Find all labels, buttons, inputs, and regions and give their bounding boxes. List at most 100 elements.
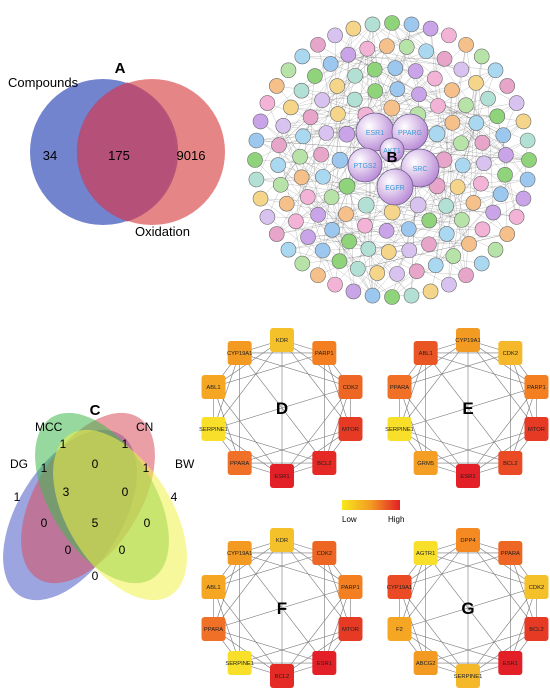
hub-edge	[213, 586, 240, 664]
hub-node-label: CYP19A1	[227, 351, 252, 357]
network-node	[252, 190, 269, 207]
hub-node-parp1	[312, 340, 337, 365]
venn-c-dg-label: DG	[10, 457, 28, 471]
hub-node-serpine1	[201, 417, 226, 442]
network-edge	[415, 70, 506, 175]
network-node	[401, 242, 418, 259]
panel-g: DPP4PPARACDK2BCL2ESR1SERPINE1ABCG2F2CYP1…	[387, 528, 549, 688]
hub-node-esr1	[498, 651, 523, 676]
network-node	[461, 236, 477, 252]
network-node	[292, 148, 308, 165]
network-node	[307, 68, 323, 84]
network-node	[346, 91, 363, 108]
venn-c-dg-bw: 0	[92, 569, 99, 583]
hub-node-label: SERPINE1	[385, 427, 414, 433]
hub-edge	[213, 428, 325, 464]
network-node	[283, 99, 299, 116]
network-edge	[436, 98, 489, 135]
hub-node-ppara	[201, 617, 226, 642]
hub-node-label: PPARA	[390, 385, 409, 391]
network-node	[519, 132, 536, 149]
network-node	[421, 212, 438, 229]
hub-node-label: CYP19A1	[455, 338, 480, 344]
network-edge	[256, 140, 409, 230]
network-node	[489, 108, 506, 125]
network-core-label: AKT1	[383, 148, 401, 155]
network-edge	[302, 122, 453, 264]
hub-edge	[467, 386, 537, 477]
network-node	[280, 241, 297, 258]
hub-edge	[425, 428, 537, 464]
network-node	[357, 196, 375, 214]
network-node	[454, 212, 470, 228]
network-node	[295, 128, 311, 145]
network-node	[357, 217, 373, 234]
panel-f: KDRCDK2PARP1MTORESR1BCL2SERPINE1PPARAABL…	[201, 528, 363, 688]
network-edge	[391, 107, 498, 117]
network-edge	[430, 28, 467, 276]
hub-node-abl1	[201, 574, 226, 599]
network-node	[468, 75, 484, 91]
hub-node-label: CDK2	[343, 385, 358, 391]
panel-a: A Compounds Oxidation 34 175 9016	[8, 60, 225, 239]
network-node	[360, 241, 377, 257]
hub-edge	[213, 386, 240, 464]
network-edge	[331, 105, 467, 231]
network-node	[458, 97, 474, 114]
hub-edge	[399, 339, 469, 430]
hub-node-label: PARP1	[315, 351, 334, 357]
network-node	[387, 60, 404, 76]
legend-low-label: Low	[342, 515, 357, 524]
network-node	[300, 229, 316, 245]
hub-node-label: SERPINE1	[225, 661, 254, 667]
network-edge	[435, 159, 530, 266]
hub-node-label: ABL1	[419, 351, 433, 357]
hub-edge	[425, 552, 537, 588]
network-core-node	[379, 137, 405, 163]
hub-node-cyp19a1	[456, 328, 480, 352]
network-node	[436, 51, 453, 67]
network-edge	[334, 35, 340, 262]
network-edge	[280, 75, 356, 185]
legend-high-label: High	[388, 515, 404, 524]
panel-c: C DG MCC CN BW 1 1 1 4 1 0 1 3 0 0 0 5 0…	[3, 402, 195, 601]
hub-edge	[239, 628, 351, 664]
hub-edge	[324, 586, 351, 664]
network-node	[299, 189, 316, 205]
hub-node-serpine1	[387, 417, 412, 442]
network-edge	[295, 75, 316, 222]
network-node	[379, 38, 395, 54]
hub-edge	[399, 552, 426, 630]
hub-edge	[281, 386, 351, 477]
network-node	[350, 260, 366, 277]
hub-node-label: PARP1	[341, 585, 360, 591]
network-core-label: SRC	[413, 166, 428, 173]
panel-g-label: G	[461, 599, 474, 618]
network-node	[454, 157, 471, 174]
network-node	[418, 43, 434, 60]
hub-node-f2	[387, 617, 412, 642]
network-node	[403, 287, 420, 304]
network-edge	[462, 121, 524, 166]
hub-edge	[281, 339, 351, 430]
network-edge	[391, 198, 524, 298]
network-edge	[307, 236, 336, 285]
network-node	[444, 82, 460, 98]
hub-edge	[467, 586, 537, 677]
network-node	[422, 20, 439, 37]
venn-c-dg-mcc-cn: 3	[63, 485, 70, 499]
network-node	[268, 226, 285, 242]
network-node	[364, 16, 381, 33]
venn-a-set2-label: Oxidation	[135, 224, 190, 239]
network-edge	[278, 24, 373, 146]
venn-c-dg-mcc-bw: 0	[119, 543, 126, 557]
hub-node-bcl2	[498, 451, 523, 476]
venn-a-set1-label: Compounds	[8, 75, 79, 90]
network-node	[389, 266, 405, 282]
hub-node-label: KDR	[276, 538, 288, 544]
hub-node-cdk2	[338, 374, 363, 399]
hub-node-label: MTOR	[342, 427, 359, 433]
